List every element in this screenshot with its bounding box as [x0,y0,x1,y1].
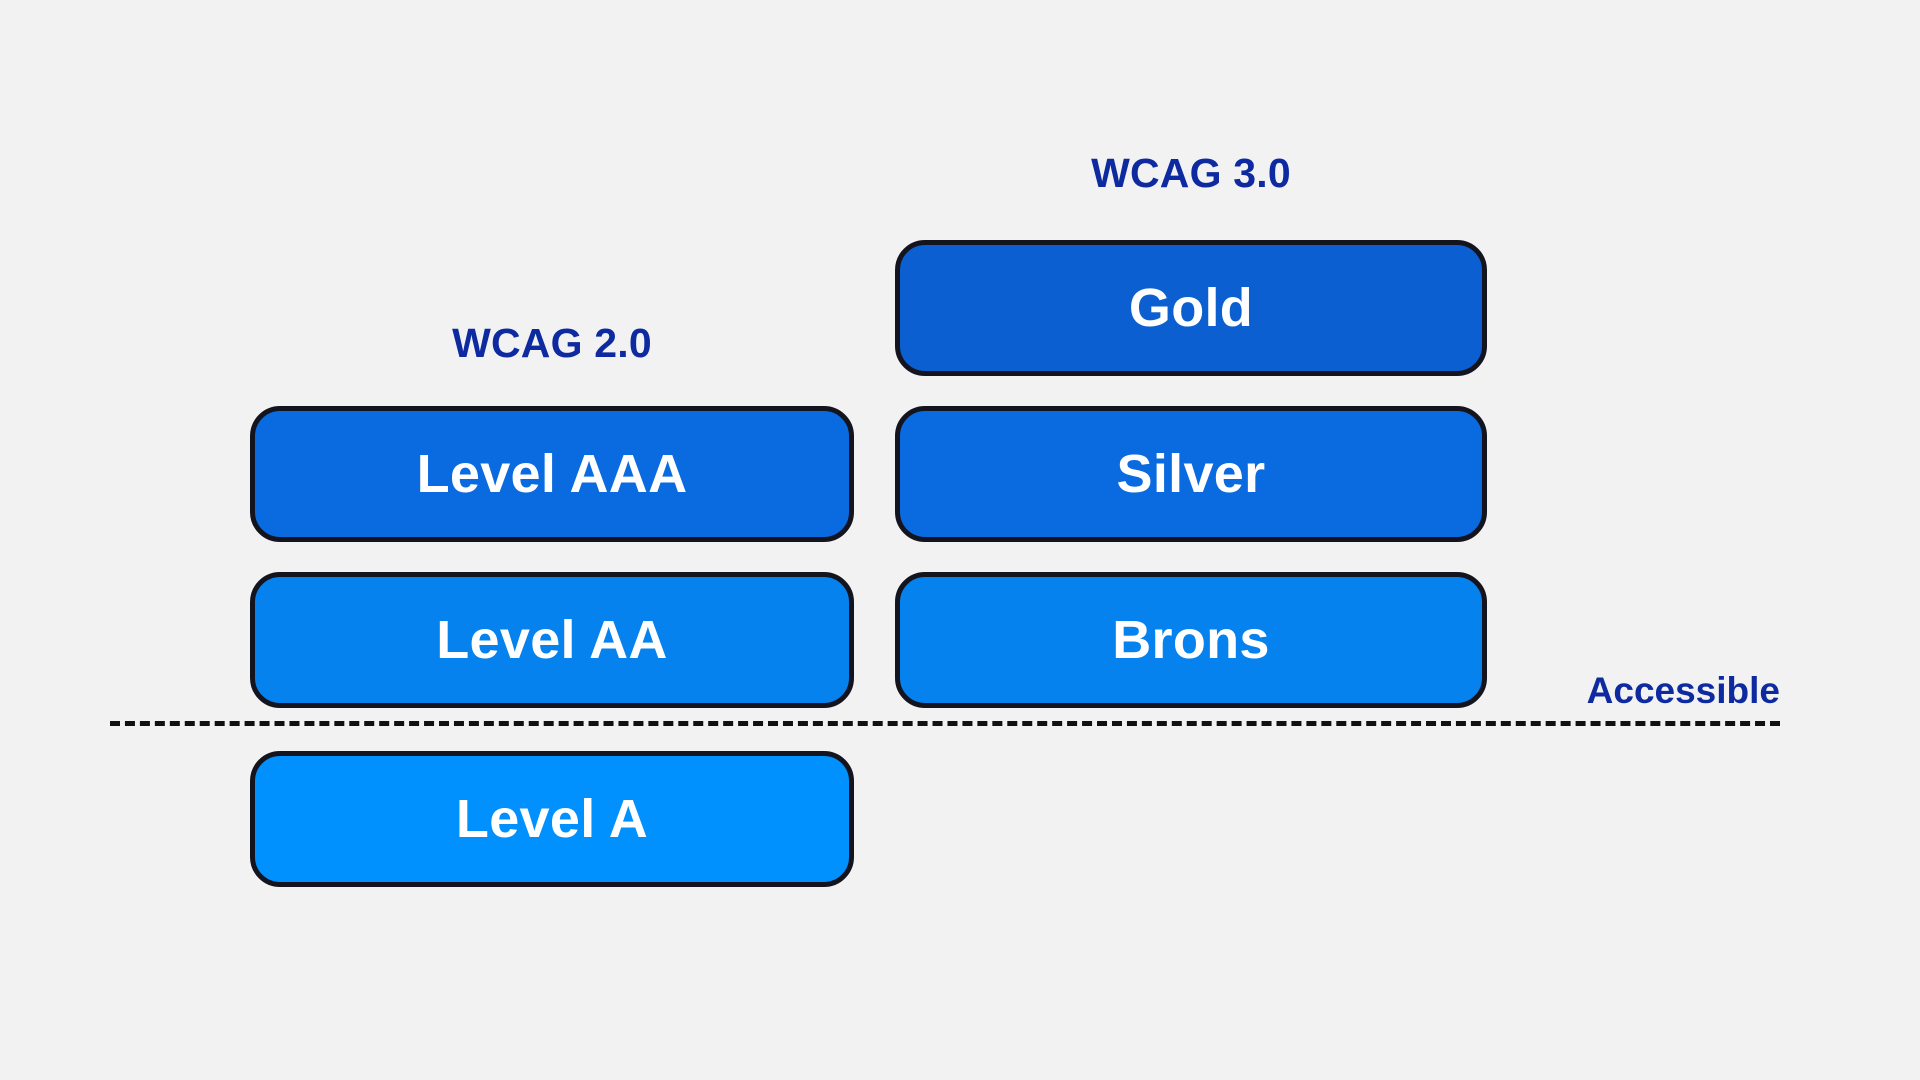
level-box-level-aaa[interactable]: Level AAA [250,406,854,542]
accessible-threshold-line [110,721,1780,726]
level-box-silver[interactable]: Silver [895,406,1487,542]
level-box-gold[interactable]: Gold [895,240,1487,376]
level-box-level-a[interactable]: Level A [250,751,854,887]
threshold-label-accessible: Accessible [1586,670,1780,711]
group-label-wcag-3: WCAG 3.0 [1091,150,1291,196]
group-label-wcag-2: WCAG 2.0 [452,320,652,366]
level-box-brons[interactable]: Brons [895,572,1487,708]
level-box-level-aa[interactable]: Level AA [250,572,854,708]
